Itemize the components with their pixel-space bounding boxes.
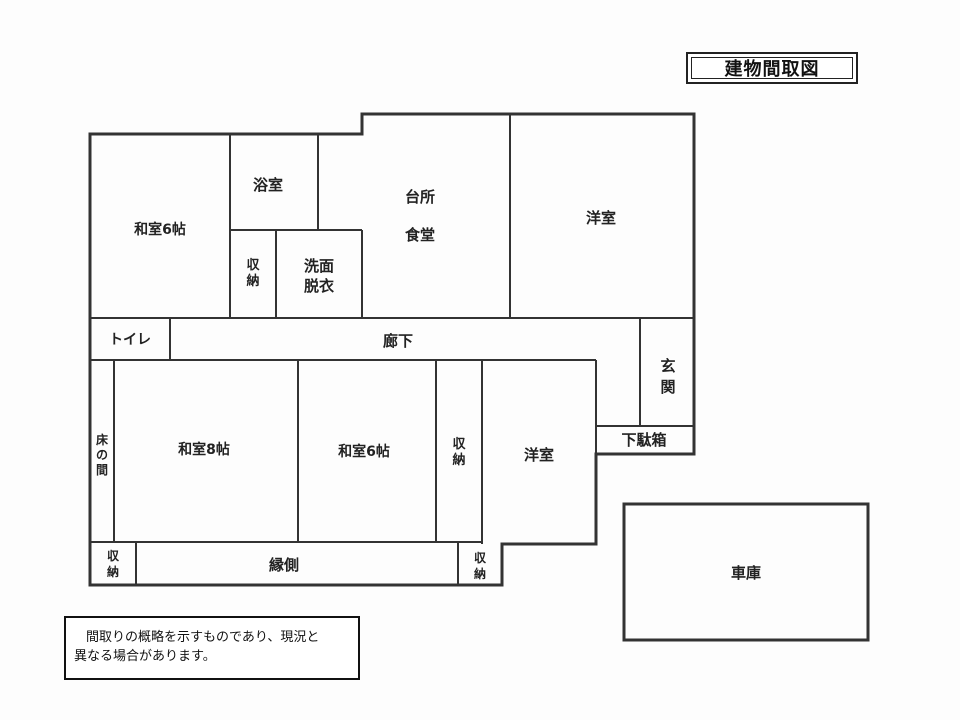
room-label-tokonoma-3: 間 (96, 463, 108, 477)
room-label-getabako: 下駄箱 (621, 431, 666, 449)
room-label-daidokoro: 台所 (405, 188, 435, 206)
room-label-shokudo: 食堂 (405, 226, 435, 244)
room-label-engawa: 縁側 (269, 556, 299, 574)
page-title: 建物間取図 (691, 57, 853, 80)
room-label-rouka: 廊下 (383, 332, 413, 350)
disclaimer-line-2: 異なる場合があります。 (74, 649, 216, 664)
disclaimer-note: 間取りの概略を示すものであり、現況と 異なる場合があります。 (64, 616, 360, 680)
room-label-washitsu6-top: 和室6帖 (134, 221, 186, 238)
room-label-shuno-left-2: 納 (107, 564, 119, 579)
room-label-youshitsu-top: 洋室 (586, 209, 616, 227)
upper-walls (90, 114, 694, 319)
room-label-genkan-1: 玄 (660, 357, 675, 375)
room-label-shuno-right-2: 納 (474, 566, 486, 581)
room-label-shuno-mid-1: 収 (452, 437, 466, 452)
room-label-tokonoma-2: の (96, 448, 108, 462)
room-label-genkan-2: 関 (660, 378, 675, 396)
garage-outline (622, 502, 870, 642)
lower-walls (90, 360, 483, 585)
room-label-toilet: トイレ (109, 332, 151, 348)
room-label-yokushitsu: 浴室 (253, 176, 283, 194)
room-label-shuno-bath-2: 納 (246, 273, 259, 289)
room-label-washitsu8: 和室8帖 (178, 441, 230, 458)
title-box: 建物間取図 (686, 52, 858, 84)
disclaimer-line-1: 間取りの概略を示すものであり、現況と (86, 630, 320, 645)
room-label-shuno-bath-1: 収 (246, 258, 260, 273)
room-label-shuno-left-1: 収 (107, 549, 120, 563)
corridor-walls (90, 318, 694, 454)
room-label-washitsu6-bottom: 和室6帖 (338, 443, 390, 460)
room-label-shuno-right-1: 収 (474, 551, 487, 565)
room-label-youshitsu-bottom: 洋室 (524, 446, 554, 464)
room-label-shako: 車庫 (731, 564, 761, 582)
room-label-datsui: 脱衣 (304, 277, 334, 295)
room-label-tokonoma-1: 床 (96, 432, 109, 447)
room-label-shuno-mid-2: 納 (452, 452, 465, 468)
room-label-senmen: 洗面 (304, 257, 334, 275)
